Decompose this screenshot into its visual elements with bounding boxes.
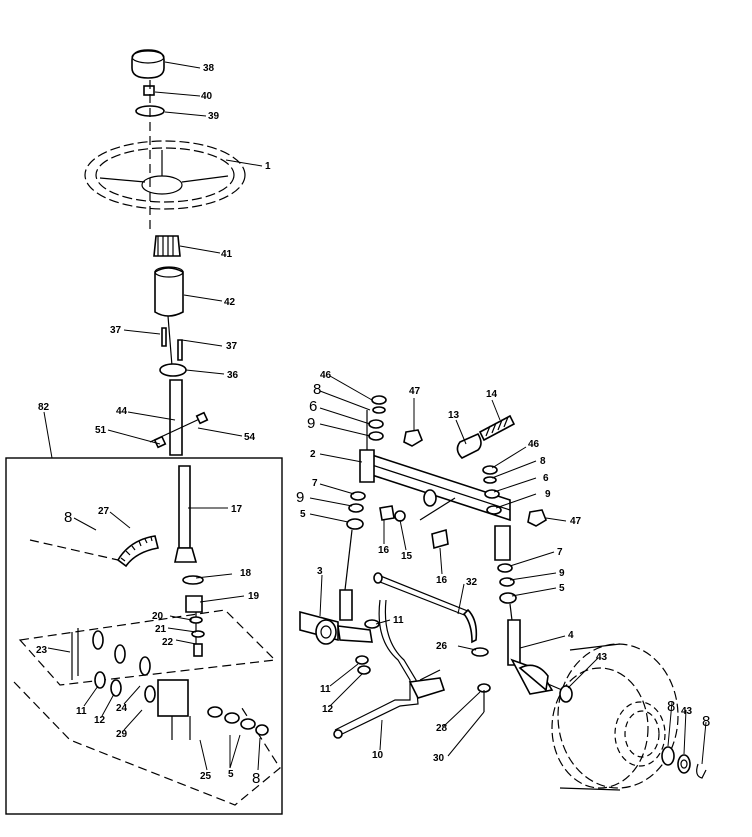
- label-15: 15: [401, 551, 413, 562]
- tie-rod: [333, 599, 446, 739]
- label-8-inset: 8: [64, 509, 72, 526]
- wheel-washers: [559, 685, 707, 779]
- label-32: 32: [466, 577, 478, 588]
- label-6-right-stack: 6: [543, 473, 549, 484]
- label-47-right: 47: [570, 516, 582, 527]
- pivot-sleeve: [456, 432, 482, 459]
- label-36: 36: [227, 370, 239, 381]
- label-8-inset-bottom: 8: [252, 770, 260, 787]
- label-10: 10: [372, 750, 384, 761]
- label-40: 40: [201, 91, 213, 102]
- label-39: 39: [208, 111, 220, 122]
- label-42: 42: [224, 297, 236, 308]
- label-28: 28: [436, 723, 448, 734]
- label-5-inset: 5: [228, 769, 234, 780]
- label-8-right-stack: 8: [540, 456, 546, 467]
- label-38: 38: [203, 63, 215, 74]
- label-54: 54: [244, 432, 256, 443]
- front-tire: [551, 643, 679, 791]
- label-11-inset: 11: [76, 706, 87, 717]
- label-43-top: 43: [596, 652, 608, 663]
- label-2: 2: [310, 449, 316, 460]
- label-16-left: 16: [378, 545, 390, 556]
- label-6-left-stack: 6: [309, 398, 317, 415]
- label-46-left: 46: [320, 370, 332, 381]
- tie-rod-fittings: [355, 619, 491, 712]
- right-spindle-post: [482, 465, 517, 646]
- label-16-center: 16: [436, 575, 448, 586]
- left-spindle-post: [344, 395, 387, 591]
- label-43-wheel: 43: [681, 706, 693, 717]
- label-41: 41: [221, 249, 233, 260]
- label-19: 19: [248, 591, 260, 602]
- label-23: 23: [36, 645, 48, 656]
- label-7-right: 7: [557, 547, 563, 558]
- right-spindle: [507, 619, 563, 695]
- sector-gear: [29, 535, 159, 568]
- leader-lines: [43, 61, 707, 771]
- label-27: 27: [98, 506, 110, 517]
- inset-box: [5, 457, 283, 815]
- label-9-right-lower: 9: [559, 568, 565, 579]
- label-3: 3: [317, 566, 323, 577]
- label-37-right: 37: [226, 341, 238, 352]
- label-26: 26: [436, 641, 448, 652]
- label-46-right: 46: [528, 439, 540, 450]
- label-7-left: 7: [312, 478, 318, 489]
- pivot-bolt: [478, 414, 516, 442]
- label-5-right: 5: [559, 583, 565, 594]
- label-44: 44: [116, 406, 128, 417]
- label-37-left: 37: [110, 325, 122, 336]
- inset-shaft-parts: [13, 609, 281, 806]
- axle-small-parts: [379, 505, 449, 550]
- label-5-left: 5: [300, 509, 306, 520]
- lock-nut-left: [403, 429, 423, 447]
- label-30: 30: [433, 753, 445, 764]
- label-24: 24: [116, 703, 128, 714]
- label-9-left-lower: 9: [296, 489, 304, 506]
- label-22: 22: [162, 637, 174, 648]
- steering-cap: [131, 49, 165, 79]
- label-14: 14: [486, 389, 498, 400]
- label-18: 18: [240, 568, 252, 579]
- label-8-wheel: 8: [667, 698, 675, 715]
- steering-clamp: [159, 327, 187, 377]
- label-8-wheel-right: 8: [702, 713, 710, 730]
- label-13: 13: [448, 410, 460, 421]
- label-12-lower: 12: [322, 704, 334, 715]
- label-25: 25: [200, 771, 212, 782]
- label-47-top: 47: [409, 386, 421, 397]
- label-4: 4: [568, 630, 574, 641]
- label-9-right-stack: 9: [545, 489, 551, 500]
- label-11-axle: 11: [393, 615, 404, 626]
- label-51: 51: [95, 425, 107, 436]
- steering-gear: [153, 235, 181, 257]
- label-8-left-stack: 8: [313, 381, 321, 398]
- label-12-inset: 12: [94, 715, 106, 726]
- steering-bushing: [154, 266, 184, 317]
- label-29: 29: [116, 729, 128, 740]
- steering-shaft-lower: [174, 465, 205, 657]
- label-9-left-stack: 9: [307, 415, 315, 432]
- steering-wheel: [84, 140, 246, 210]
- label-21: 21: [155, 624, 167, 635]
- cap-nut: [143, 85, 155, 96]
- label-1: 1: [265, 161, 271, 172]
- lock-nut-right: [527, 509, 547, 527]
- label-17: 17: [231, 504, 243, 515]
- part-labels: 38 40 39 1 41 42 37 37 36 82 44 51 54 17…: [36, 63, 710, 787]
- label-11-lower: 11: [320, 684, 331, 695]
- left-spindle: [299, 589, 373, 645]
- label-82: 82: [38, 402, 50, 413]
- label-20: 20: [152, 611, 164, 622]
- steering-shaft-upper: [149, 379, 209, 456]
- drag-link: [373, 572, 478, 644]
